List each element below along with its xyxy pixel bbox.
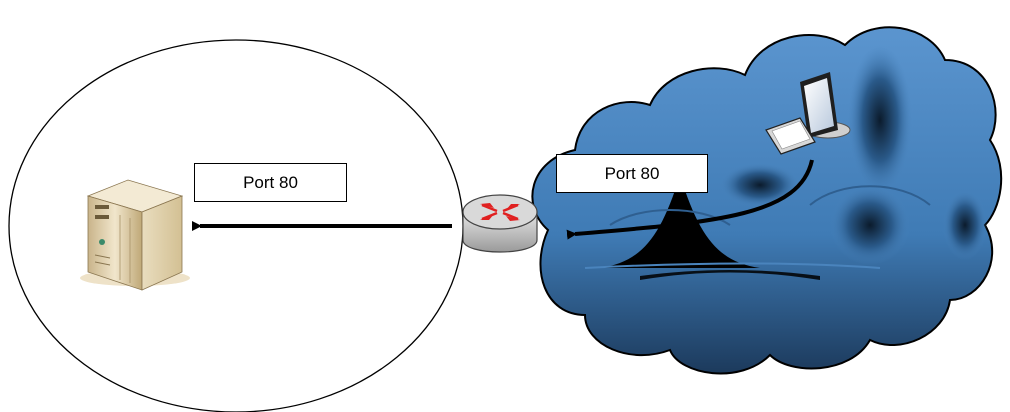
router-icon [462, 194, 538, 253]
external-port-label: Port 80 [556, 154, 708, 193]
computer-workstation-icon [765, 72, 851, 155]
server-tower-icon [80, 179, 190, 291]
internal-port-label: Port 80 [194, 163, 347, 202]
internet-cloud [531, 26, 1003, 375]
inbound-connection-arrow [566, 159, 814, 240]
